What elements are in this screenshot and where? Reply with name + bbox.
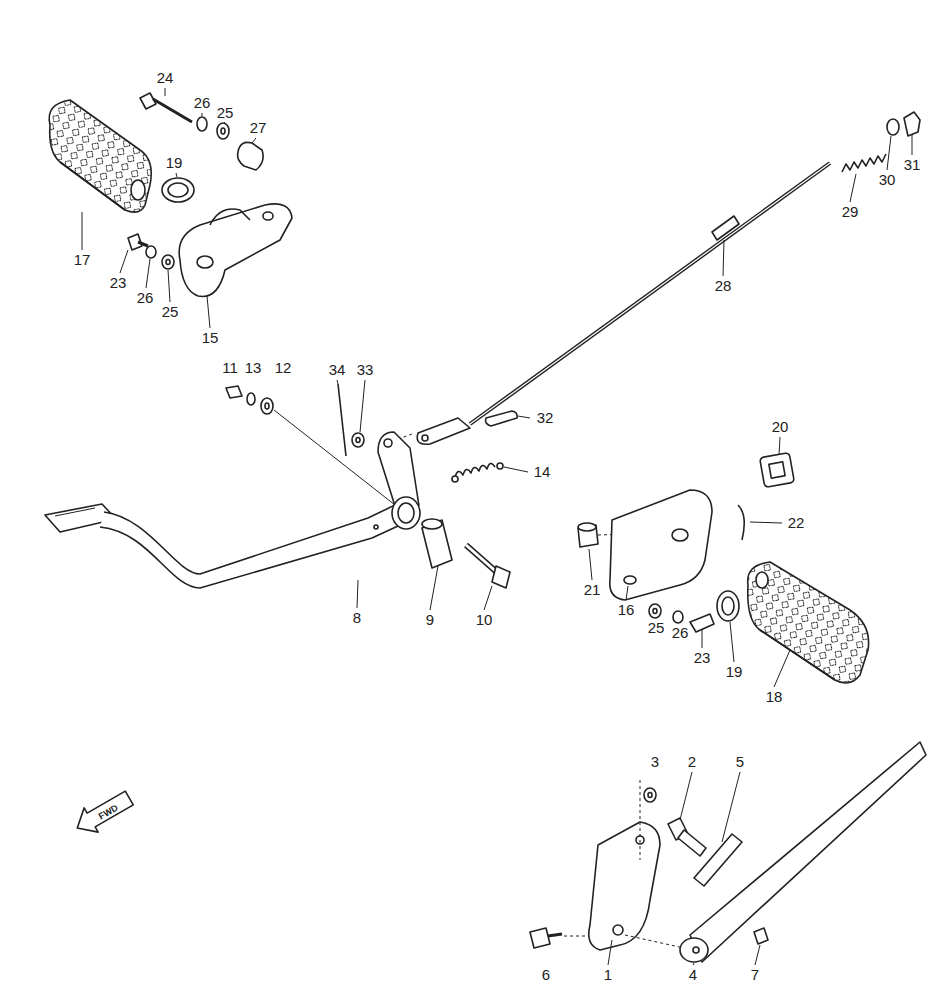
callout-number: 25 (161, 304, 180, 320)
callout-number: 23 (109, 275, 128, 291)
callout-number: 20 (771, 419, 790, 435)
callout-number: 1 (603, 967, 613, 983)
callout-number: 23 (693, 650, 712, 666)
callout-number: 28 (714, 278, 733, 294)
callout-number: 33 (356, 362, 375, 378)
callout-number: 32 (536, 410, 555, 426)
callout-number: 4 (688, 967, 698, 983)
callout-number: 24 (156, 70, 175, 86)
callout-number: 22 (787, 515, 806, 531)
callout-number: 31 (903, 157, 922, 173)
callout-number: 9 (425, 612, 435, 628)
callout-number: 29 (841, 204, 860, 220)
callout-number: 2 (687, 754, 697, 770)
callout-number: 13 (244, 360, 263, 376)
callout-number: 3 (650, 754, 660, 770)
callout-number: 26 (136, 290, 155, 306)
callout-number: 27 (249, 120, 268, 136)
callout-number: 25 (216, 105, 235, 121)
callout-number: 19 (725, 664, 744, 680)
callout-number: 10 (475, 612, 494, 628)
callout-number: 26 (671, 625, 690, 641)
callout-number: 21 (583, 582, 602, 598)
callout-number: 12 (274, 360, 293, 376)
callout-number: 19 (165, 155, 184, 171)
callout-number: 25 (647, 620, 666, 636)
callout-number: 16 (617, 602, 636, 618)
callout-number: 18 (765, 689, 784, 705)
callout-number: 14 (533, 464, 552, 480)
callout-number: 34 (328, 362, 347, 378)
callout-number: 7 (750, 967, 760, 983)
callout-number: 17 (73, 252, 92, 268)
callout-number: 6 (541, 967, 551, 983)
callout-number: 8 (352, 610, 362, 626)
callout-number: 5 (735, 754, 745, 770)
callout-number: 30 (878, 172, 897, 188)
callout-number: 11 (221, 360, 239, 376)
callout-number: 15 (201, 330, 220, 346)
callout-number: 26 (193, 95, 212, 111)
